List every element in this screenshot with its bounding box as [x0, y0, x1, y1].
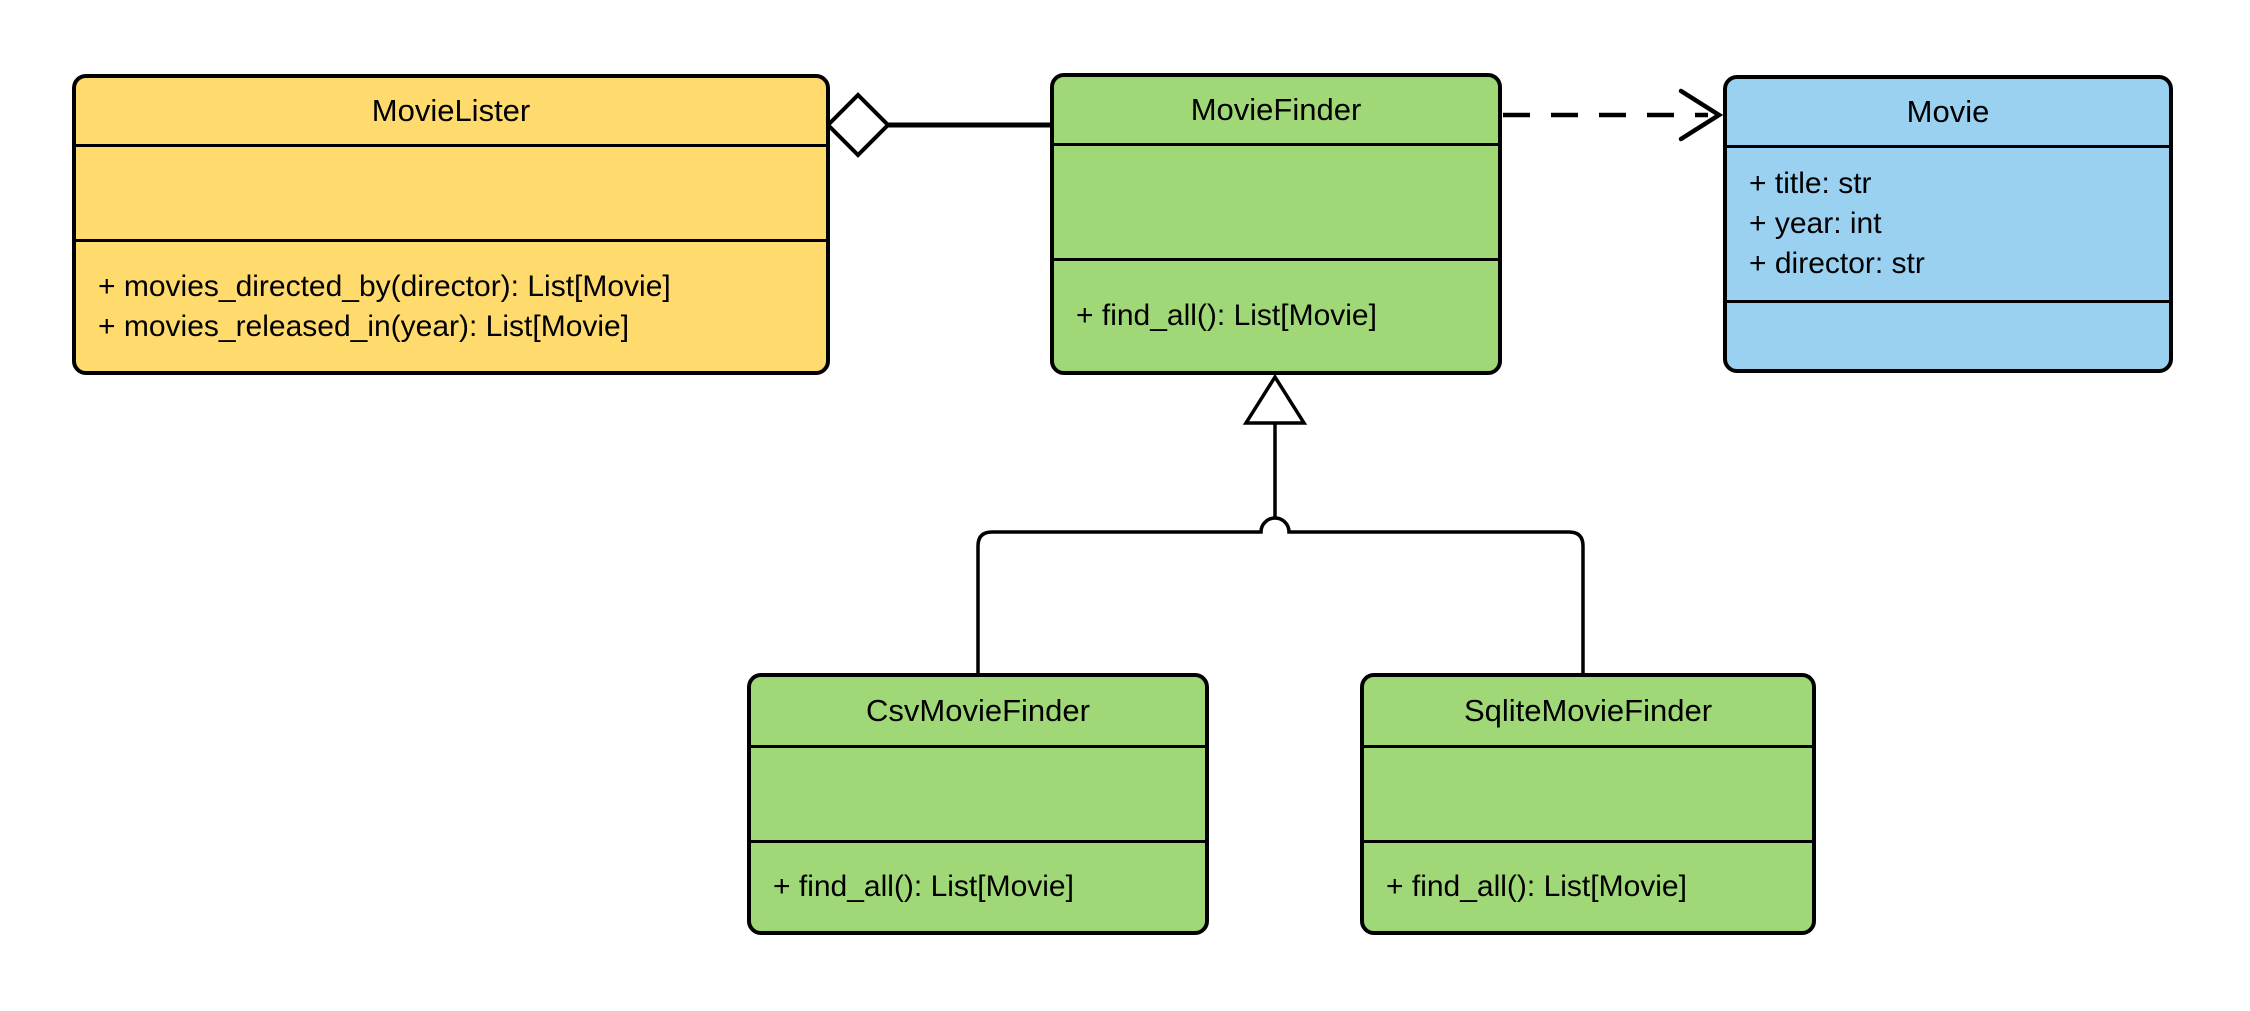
attribute-label: + director: str: [1749, 247, 1925, 280]
class-name: MovieLister: [371, 93, 531, 128]
attribute-label: + year: int: [1749, 207, 1882, 240]
attribute-label: + title: str: [1749, 167, 1872, 200]
class-name: Movie: [1906, 94, 1990, 129]
attributes-compartment: [751, 745, 1205, 840]
methods-compartment: + find_all(): List[Movie]: [751, 840, 1205, 931]
inheritance-triangle-icon: [1242, 373, 1308, 425]
attributes-compartment: [76, 144, 826, 239]
method-label: + find_all(): List[Movie]: [1386, 870, 1687, 903]
aggregation-connector[interactable]: [825, 92, 1052, 158]
class-name: MovieFinder: [1190, 92, 1362, 127]
dependency-arrowhead-icon: [1678, 88, 1724, 142]
class-movielister[interactable]: MovieLister + movies_directed_by(directo…: [72, 74, 830, 375]
attributes-compartment: [1364, 745, 1812, 840]
class-name: CsvMovieFinder: [866, 693, 1090, 728]
methods-compartment: [1727, 300, 2169, 369]
attributes-compartment: [1054, 143, 1498, 258]
method-label: + movies_released_in(year): List[Movie]: [98, 309, 630, 343]
methods-compartment: + find_all(): List[Movie]: [1364, 840, 1812, 931]
methods-compartment: + movies_directed_by(director): List[Mov…: [76, 239, 826, 371]
dependency-connector[interactable]: [1503, 88, 1724, 142]
class-csvmoviefinder[interactable]: CsvMovieFinder + find_all(): List[Movie]: [747, 673, 1209, 935]
attributes-compartment: + title: str + year: int + director: str: [1727, 145, 2169, 300]
aggregation-diamond-icon: [825, 92, 891, 158]
class-movie[interactable]: Movie + title: str + year: int + directo…: [1723, 75, 2173, 373]
class-moviefinder[interactable]: MovieFinder + find_all(): List[Movie]: [1050, 73, 1502, 375]
method-label: + find_all(): List[Movie]: [1076, 299, 1377, 332]
method-label: + find_all(): List[Movie]: [773, 870, 1074, 903]
class-name: SqliteMovieFinder: [1463, 693, 1713, 728]
method-label: + movies_directed_by(director): List[Mov…: [98, 269, 671, 303]
methods-compartment: + find_all(): List[Movie]: [1054, 258, 1498, 371]
inheritance-connector[interactable]: [976, 373, 1585, 675]
class-sqlitemoviefinder[interactable]: SqliteMovieFinder + find_all(): List[Mov…: [1360, 673, 1816, 935]
